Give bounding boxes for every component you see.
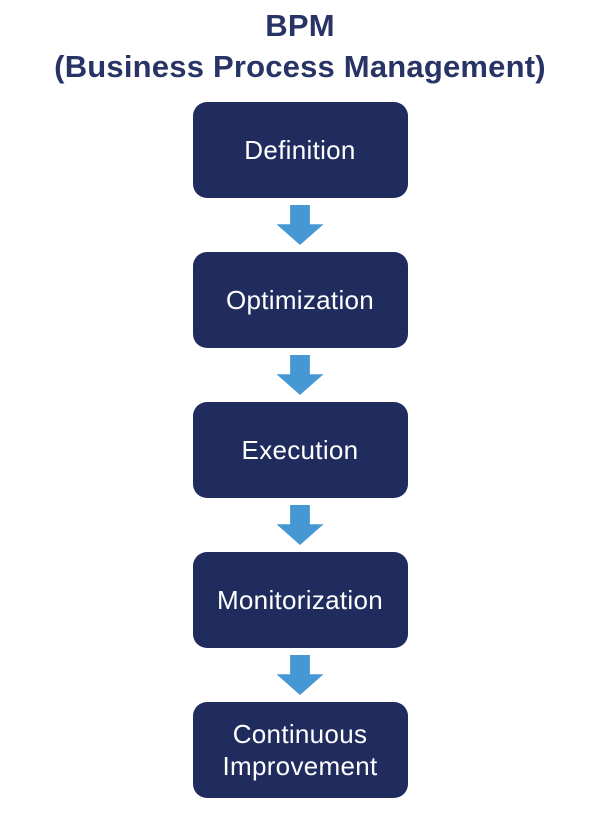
step-box-monitorization: Monitorization [192,552,408,648]
page-title-line1: BPM [265,8,335,43]
down-arrow-icon [276,655,324,695]
step-label: Monitorization [216,585,384,615]
step-box-definition: Definition [192,102,408,198]
down-arrow-icon [276,355,324,395]
page-title: BPM (Business Process Management) [0,0,600,87]
step-box-optimization: Optimization [192,252,408,348]
step-label: Execution [241,435,359,465]
page-title-line2: (Business Process Management) [54,49,546,84]
step-box-continuous-improvement: Continuous Improvement [192,702,408,798]
down-arrow-icon [276,205,324,245]
step-label: Continuous Improvement [222,719,378,781]
step-label: Definition [244,135,356,165]
step-box-execution: Execution [192,402,408,498]
step-label: Optimization [225,285,375,315]
flowchart-steps: Definition Optimization Execution Monito… [192,102,408,798]
down-arrow-icon [276,505,324,545]
